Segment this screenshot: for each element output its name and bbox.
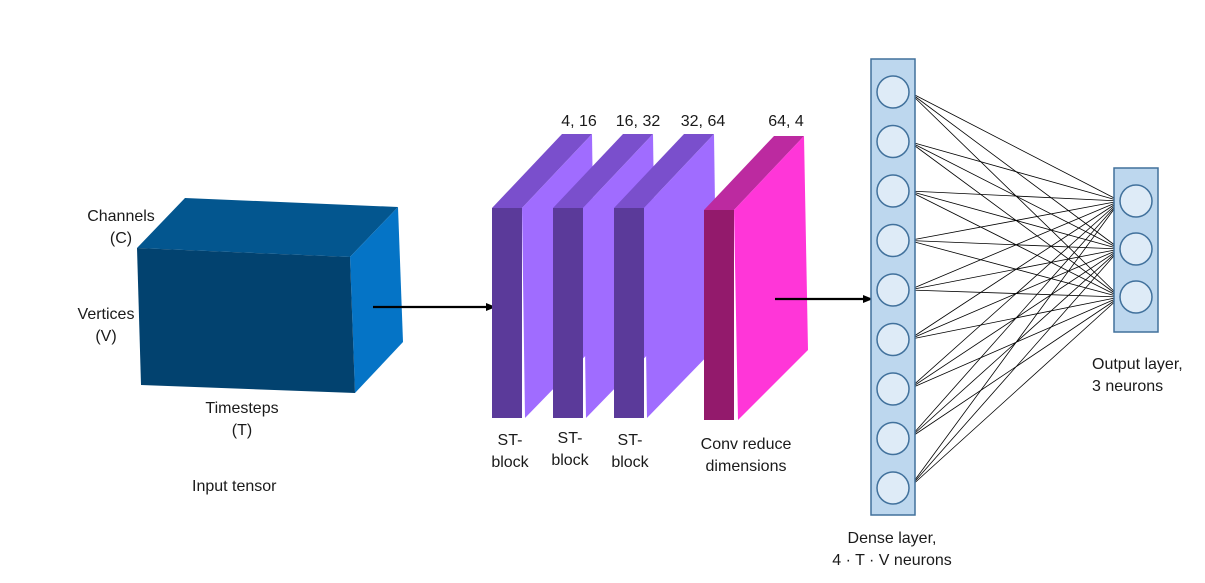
conv-caption: Conv reduce dimensions [700,436,792,475]
connection-line [908,293,1123,340]
connection-line [908,246,1123,390]
st-block [614,134,717,418]
conv-block-side-face [704,210,734,420]
st-block-top-face [553,134,653,208]
dense-neuron [876,223,910,258]
connection-line [908,294,1123,439]
st-block-caption: ST- block [551,430,589,469]
output-neuron [1119,232,1153,266]
st-block-dims-label: 4, 16 [561,113,597,130]
connection-line [908,141,1123,252]
dense-to-output-connections [908,91,1123,489]
dense-neuron [876,174,910,208]
input-tensor-front-face [137,248,355,393]
dense-neuron [876,471,910,505]
connection-line [908,198,1123,439]
st-block-side-face [492,208,522,418]
st-block-side-face [614,208,644,418]
output-layer [1113,167,1159,333]
input-tensor-top-face [137,198,398,257]
input-tensor-caption: Input tensor [192,478,277,495]
connection-line [908,91,1123,204]
output-neuron [1119,280,1153,314]
connection-line [908,294,1123,489]
conv-block-top-face [704,136,804,210]
output-layer-caption: Output layer, 3 neurons [1092,356,1183,395]
connection-line [908,198,1123,489]
st-block-dims-label: 16, 32 [615,113,661,130]
dense-neuron [876,322,910,357]
connection-line [908,198,1123,390]
dense-layer-caption: Dense layer, 4 · T · V neurons [832,530,952,569]
connection-line [908,240,1123,301]
connection-line [908,141,1123,300]
dense-neuron [876,75,910,109]
connection-line [908,294,1123,390]
input-tensor [137,198,403,393]
st-block-side-face [553,208,583,418]
dense-layer [870,58,916,516]
st-block-dims-label: 32, 64 [680,113,726,130]
connection-line [908,91,1123,300]
st-block-caption: ST- block [611,432,649,471]
connection-line [908,198,1123,340]
connection-line [908,246,1123,489]
st-block-caption: ST- block [491,432,529,471]
timesteps-label: Timesteps (T) [205,400,279,439]
st-block-top-face [492,134,592,208]
channels-label: Channels (C) [87,208,155,247]
connection-line [908,197,1123,241]
st-blocks [492,134,717,418]
connection-line [908,190,1123,300]
connection-line [908,91,1123,252]
vertices-label: Vertices (V) [77,306,135,345]
dense-neuron [876,421,910,456]
connection-line [908,190,1123,253]
connection-line [908,198,1123,291]
output-neuron [1119,184,1153,218]
dense-neurons [876,75,910,505]
dense-neuron [876,273,910,307]
st-block-top-face [614,134,714,208]
conv-dims-label: 64, 4 [768,113,804,130]
connection-line [908,245,1123,291]
output-neurons [1119,184,1153,314]
connection-line [908,289,1123,301]
st-block-front-face [644,134,717,418]
dense-neuron [876,372,910,406]
input-tensor-side-face [350,207,403,393]
connection-line [908,246,1123,439]
connection-line [908,246,1123,340]
connection-line [908,190,1123,205]
conv-block-front-face [734,136,808,420]
connection-line [908,240,1123,253]
connection-line [908,141,1123,204]
conv-block [704,136,808,420]
dense-neuron [876,124,910,159]
